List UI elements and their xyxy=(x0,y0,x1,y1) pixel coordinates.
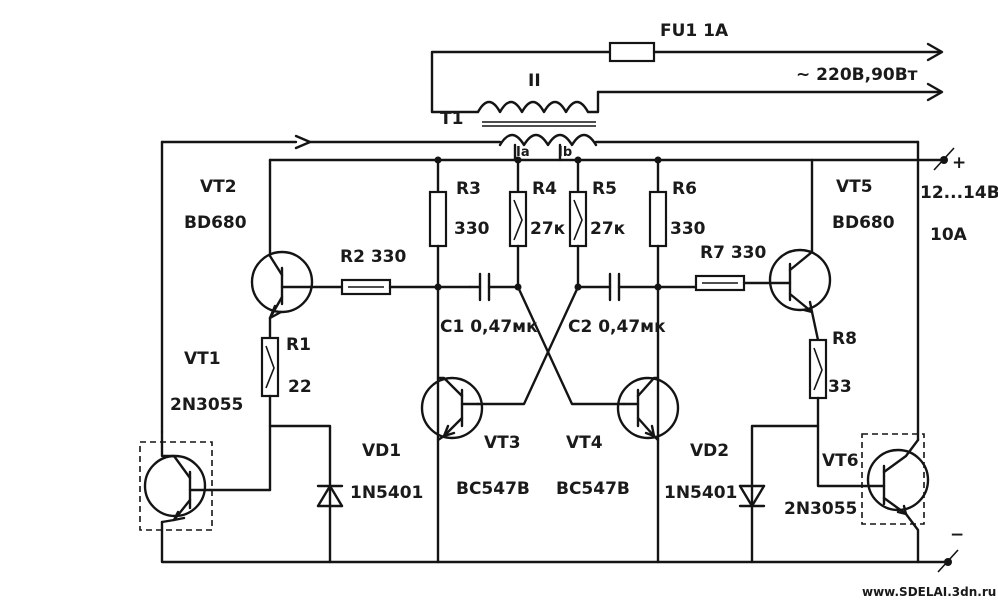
cross-coupling xyxy=(476,285,626,406)
r3-name-label: R3 xyxy=(456,179,481,199)
vd2-diode xyxy=(738,484,766,508)
c2-label: C2 0,47мк xyxy=(568,317,666,337)
c2-capacitor xyxy=(574,272,702,302)
mains-section xyxy=(430,41,944,127)
r7-resistor xyxy=(694,274,772,292)
r3-resistor xyxy=(428,156,448,564)
vt4-transistor xyxy=(616,376,680,442)
r3-value-label: 330 xyxy=(454,219,490,239)
vt4-type-label: BC547B xyxy=(556,479,630,499)
vd2-name-label: VD2 xyxy=(690,441,729,461)
current-arrow xyxy=(294,134,312,150)
vt3-transistor xyxy=(420,376,484,442)
r2-label: R2 330 xyxy=(340,247,406,267)
c1-label: C1 0,47мк xyxy=(440,317,538,337)
supply-voltage-label: 12...14В xyxy=(920,183,998,203)
vt2-transistor xyxy=(250,158,314,340)
vt6-name-label: VT6 xyxy=(822,451,859,471)
r6-name-label: R6 xyxy=(672,179,697,199)
vd1-type-label: 1N5401 xyxy=(350,483,423,503)
component-labels: FU1 1A ~ 220В,90Вт II T1 Ia Ib + 12...14… xyxy=(170,21,998,599)
vt4-name-label: VT4 xyxy=(566,433,603,453)
r1-resistor xyxy=(208,336,332,564)
mains-arrow-bottom xyxy=(926,82,944,102)
tap-b-label: Ib xyxy=(558,145,572,160)
r1-value-label: 22 xyxy=(288,377,312,397)
supply-minus-label: − xyxy=(950,525,964,545)
supply-plus-label: + xyxy=(952,153,966,173)
r2-resistor xyxy=(310,278,472,296)
vd1-diode xyxy=(316,484,344,508)
mains-label: ~ 220В,90Вт xyxy=(796,65,918,85)
fuse-fu1 xyxy=(608,41,656,63)
vt2-name-label: VT2 xyxy=(200,177,237,197)
vd2-type-label: 1N5401 xyxy=(664,483,737,503)
r8-value-label: 33 xyxy=(828,377,852,397)
transformer-secondary xyxy=(294,133,920,162)
vt2-type-label: BD680 xyxy=(184,213,247,233)
supply-current-label: 10A xyxy=(930,225,968,245)
vt5-transistor xyxy=(768,158,832,342)
transformer-secondary-winding xyxy=(498,133,598,147)
r5-resistor xyxy=(568,156,588,289)
vt1-name-label: VT1 xyxy=(184,349,221,369)
supply-terminals xyxy=(933,147,959,573)
r6-value-label: 330 xyxy=(670,219,706,239)
r7-label: R7 330 xyxy=(700,243,766,263)
r1-name-label: R1 xyxy=(286,335,311,355)
vt6-transistor xyxy=(860,433,930,564)
vt3-type-label: BC547B xyxy=(456,479,530,499)
vd1-name-label: VD1 xyxy=(362,441,401,461)
fuse-label: FU1 1A xyxy=(660,21,729,41)
r5-name-label: R5 xyxy=(592,179,617,199)
transformer-primary-winding xyxy=(430,90,600,114)
transformer-label: T1 xyxy=(440,109,463,129)
vt6-type-label: 2N3055 xyxy=(784,499,857,519)
vt3-name-label: VT3 xyxy=(484,433,521,453)
vt1-type-label: 2N3055 xyxy=(170,395,243,415)
r8-resistor xyxy=(750,338,864,564)
vt5-name-label: VT5 xyxy=(836,177,873,197)
c1-capacitor xyxy=(468,272,522,302)
power-rails xyxy=(160,140,947,564)
r5-value-label: 27к xyxy=(590,219,626,239)
vt5-type-label: BD680 xyxy=(832,213,895,233)
website-watermark: www.SDELAI.3dn.ru xyxy=(862,585,996,599)
r4-resistor xyxy=(508,156,528,289)
r8-name-label: R8 xyxy=(832,329,857,349)
mains-arrow-top xyxy=(926,42,944,62)
vt1-transistor xyxy=(139,430,213,531)
tap-a-label: Ia xyxy=(516,145,530,160)
r4-value-label: 27к xyxy=(530,219,566,239)
r4-name-label: R4 xyxy=(532,179,557,199)
primary-winding-label: II xyxy=(528,71,541,91)
